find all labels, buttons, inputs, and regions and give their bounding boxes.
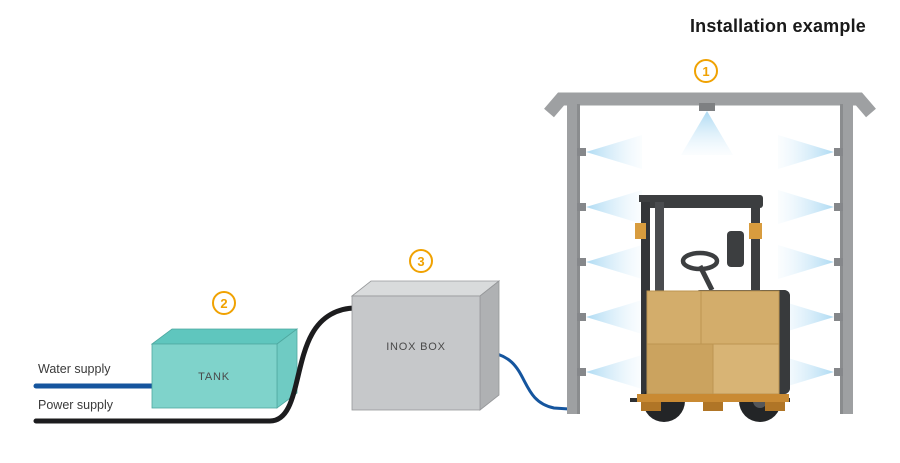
spray-nozzle bbox=[699, 103, 715, 111]
spray-cone bbox=[778, 135, 834, 169]
badge-number: 1 bbox=[702, 64, 709, 79]
spray-nozzle bbox=[577, 313, 586, 321]
spray-cone bbox=[681, 111, 733, 155]
pallet-block bbox=[703, 402, 723, 411]
power-supply-line bbox=[33, 305, 359, 424]
cargo-boxes bbox=[646, 290, 780, 395]
pallet bbox=[637, 394, 789, 411]
page-title: Installation example bbox=[689, 16, 866, 36]
spray-cone bbox=[586, 245, 642, 279]
badge-tank: 2 bbox=[212, 291, 236, 315]
badge-circle bbox=[212, 291, 236, 315]
gantry-right-post bbox=[840, 104, 853, 414]
spray-cone bbox=[586, 135, 642, 169]
forklift-mast-bar bbox=[641, 198, 650, 402]
steering-column bbox=[697, 264, 715, 292]
spray-cone bbox=[586, 355, 642, 389]
spray-nozzle bbox=[577, 148, 586, 156]
pallet-block bbox=[641, 402, 661, 411]
water-supply-label: Water supply bbox=[38, 362, 111, 376]
forklift bbox=[630, 195, 790, 422]
tank-top-face bbox=[150, 328, 299, 345]
spray-cone bbox=[778, 190, 834, 224]
pallet-block bbox=[765, 402, 785, 411]
spray-nozzle bbox=[834, 203, 843, 211]
forklift-roof bbox=[645, 195, 763, 208]
forklift-rear-pillar bbox=[751, 205, 760, 305]
spray-nozzle bbox=[577, 258, 586, 266]
spray-nozzle bbox=[834, 258, 843, 266]
forklift-orange-pad bbox=[749, 223, 762, 239]
inox-top-face bbox=[350, 280, 501, 297]
inox-to-arch-cable bbox=[484, 350, 571, 411]
inox-box-label: INOX BOX bbox=[386, 341, 446, 353]
cargo-box bbox=[646, 290, 780, 345]
gantry-top-beam bbox=[544, 92, 876, 118]
tank: TANK bbox=[150, 328, 299, 409]
top-spray bbox=[681, 103, 733, 155]
badge-number: 3 bbox=[417, 254, 424, 269]
cargo-box bbox=[712, 343, 780, 395]
gantry-left-post bbox=[567, 104, 580, 414]
badge-circle bbox=[694, 59, 718, 83]
spray-nozzle bbox=[834, 313, 843, 321]
inox-front-face bbox=[351, 295, 481, 411]
spray-cone bbox=[778, 245, 834, 279]
inox-box: INOX BOX bbox=[350, 280, 501, 411]
spray-cone bbox=[586, 300, 642, 334]
pallet-deck bbox=[637, 394, 789, 402]
badge-number: 2 bbox=[220, 296, 227, 311]
spray-nozzle bbox=[834, 368, 843, 376]
badge-inox-box: 3 bbox=[409, 249, 433, 273]
tank-label: TANK bbox=[198, 371, 230, 383]
forklift-orange-pad bbox=[635, 223, 646, 239]
spray-nozzle bbox=[834, 148, 843, 156]
tank-front-face bbox=[151, 343, 278, 409]
forklift-mast-cross bbox=[639, 195, 666, 202]
spray-cone bbox=[778, 355, 834, 389]
spray-nozzle bbox=[577, 203, 586, 211]
spray-nozzle bbox=[577, 368, 586, 376]
forklift-seat bbox=[727, 231, 744, 267]
gantry-frame bbox=[544, 92, 876, 414]
power-supply-label: Power supply bbox=[38, 398, 114, 412]
spray-cone bbox=[586, 190, 642, 224]
spray-cone bbox=[778, 300, 834, 334]
left-sprays bbox=[577, 135, 642, 389]
badge-circle bbox=[409, 249, 433, 273]
right-sprays bbox=[778, 135, 843, 389]
inox-side-face bbox=[479, 280, 500, 411]
badge-spray-arch: 1 bbox=[694, 59, 718, 83]
cargo-box bbox=[646, 343, 714, 395]
